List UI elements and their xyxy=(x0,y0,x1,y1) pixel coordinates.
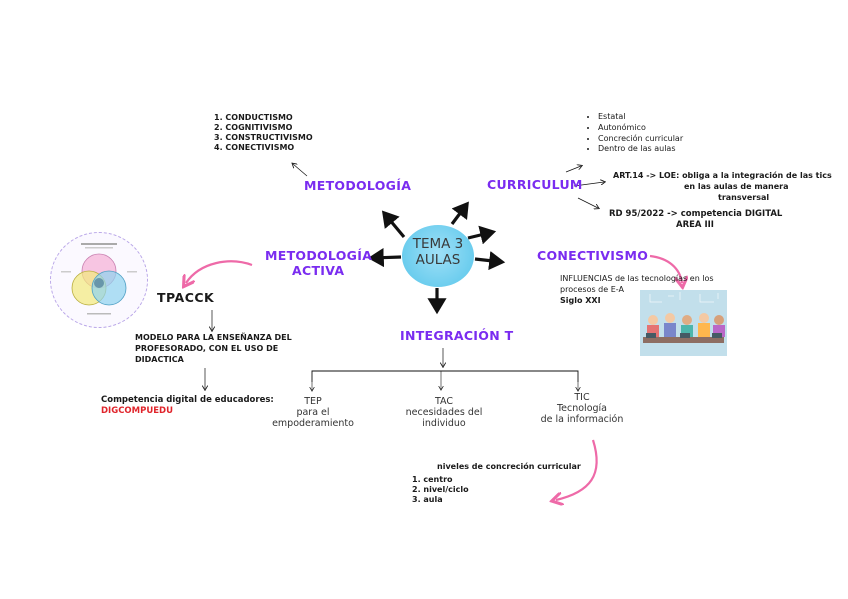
students-image xyxy=(640,290,727,356)
arrow-metodologia-list xyxy=(293,164,308,177)
curriculum-bullet: Estatal xyxy=(598,112,683,123)
competencia-label: Competencia digital de educadores: xyxy=(101,395,274,405)
arrow-to-metodologia-activa xyxy=(367,247,402,268)
metodologia-list: 1. CONDUCTISMO 2. COGNITIVISMO 3. CONSTR… xyxy=(214,113,313,153)
pink-arrow-to-tpacck xyxy=(186,260,253,283)
tpacck-model-line3: DIDACTICA xyxy=(135,355,184,364)
integracion-title: INTEGRACIÓN T xyxy=(400,328,514,343)
metodologia-title: METODOLOGÍA xyxy=(304,178,412,193)
conectivismo-line3: Siglo XXI xyxy=(560,296,601,305)
classroom-illustration xyxy=(640,290,727,356)
nivel-item: 2. nivel/ciclo xyxy=(412,485,469,494)
metodologia-activa-line1: METODOLOGÍA xyxy=(265,248,373,263)
tic-name: TIC xyxy=(574,392,590,403)
arrow-to-metodologia xyxy=(381,210,406,239)
tpacck-model-line1: MODELO PARA LA ENSEÑANZA DEL xyxy=(135,333,292,342)
nivel-item: 3. aula xyxy=(412,495,443,504)
metodologia-item: 3. CONSTRUCTIVISMO xyxy=(214,133,313,142)
tpacck-title: TPACCK xyxy=(157,290,215,305)
nivel-item: 1. centro xyxy=(412,475,453,484)
curriculum-art-line2: en las aulas de manera xyxy=(684,182,789,191)
tep-line1: para el xyxy=(296,406,330,418)
tac-line1: necesidades del xyxy=(405,406,483,418)
niveles-title: niveles de concreción curricular xyxy=(437,462,581,471)
conectivismo-title: CONECTIVISMO xyxy=(537,248,649,263)
tep-block: TEP para el empoderamiento xyxy=(272,396,354,430)
integracion-bracket xyxy=(311,370,579,382)
center-line-1: TEMA 3 xyxy=(412,236,464,252)
tac-name: TAC xyxy=(434,396,454,407)
tep-name: TEP xyxy=(304,396,322,407)
center-line-2: AULAS xyxy=(415,251,461,268)
curriculum-rd-line2: AREA III xyxy=(676,220,714,230)
curriculum-bullet: Autonómico xyxy=(598,123,683,134)
tic-block: TIC Tecnología de la información xyxy=(534,392,630,426)
tep-line2: empoderamiento xyxy=(272,417,354,429)
conectivismo-line1: INFLUENCIAS de las tecnologías en los xyxy=(560,274,714,283)
arrow-to-rd xyxy=(467,225,497,245)
curriculum-bullet: Dentro de las aulas xyxy=(598,144,683,155)
curriculum-rd-line1: RD 95/2022 -> competencia DIGITAL xyxy=(609,209,783,219)
tac-block: TAC necesidades del individuo xyxy=(400,396,488,430)
curriculum-bullets: Estatal Autonómico Concreción curricular… xyxy=(586,112,683,155)
arrow-curriculum-rd xyxy=(577,197,598,208)
arrow-curriculum-bullets xyxy=(565,166,581,173)
tic-line2: de la información xyxy=(540,413,624,425)
tpack-venn-image xyxy=(50,232,148,328)
tpacck-model-line2: PROFESORADO, CON EL USO DE xyxy=(135,344,279,353)
metodologia-activa-line2: ACTIVA xyxy=(292,263,345,278)
arrow-to-curriculum xyxy=(450,201,469,225)
venn-circles xyxy=(61,243,137,315)
arrow-to-conectivismo xyxy=(474,251,506,271)
pink-arrow-conectivismo xyxy=(649,254,682,283)
tac-line2: individuo xyxy=(422,417,466,429)
digcompedu-label: DIGCOMPUEDU xyxy=(101,406,174,416)
metodologia-item: 2. COGNITIVISMO xyxy=(214,123,293,132)
curriculum-art-line3: transversal xyxy=(718,193,770,202)
metodologia-item: 4. CONECTIVISMO xyxy=(214,143,295,152)
pink-arrow-niveles xyxy=(556,439,598,500)
curriculum-art-line1: ART.14 -> LOE: obliga a la integración d… xyxy=(613,171,832,180)
tic-line1: Tecnología xyxy=(556,402,608,414)
conectivismo-line2: procesos de E-A xyxy=(560,285,624,294)
arrow-curriculum-art xyxy=(573,182,604,187)
metodologia-item: 1. CONDUCTISMO xyxy=(214,113,293,122)
central-topic-bubble: TEMA 3 AULAS xyxy=(402,225,474,287)
curriculum-title: CURRICULUM xyxy=(487,177,583,192)
niveles-list: 1. centro 2. nivel/ciclo 3. aula xyxy=(412,475,469,505)
curriculum-bullet: Concreción curricular xyxy=(598,134,683,145)
